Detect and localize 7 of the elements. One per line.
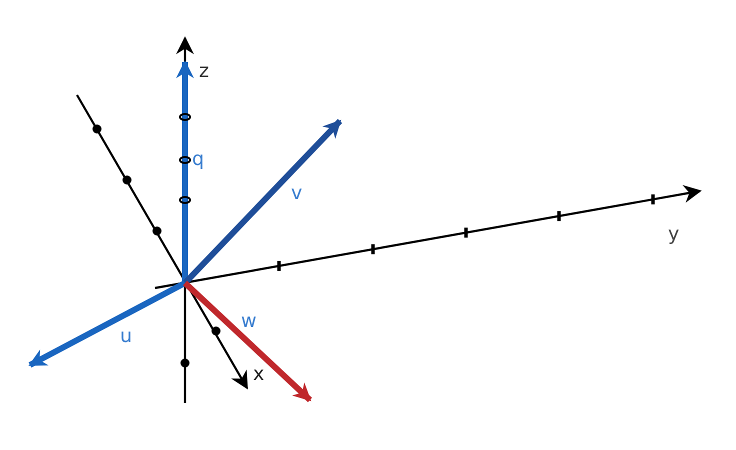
axis-label: v [291, 184, 302, 203]
axis-label: w [241, 312, 257, 331]
axis-label: z [199, 62, 209, 81]
axis-label: u [120, 327, 132, 346]
axis-label: y [668, 225, 680, 244]
axis-label: q [192, 150, 204, 169]
axis-label: x [253, 365, 264, 384]
